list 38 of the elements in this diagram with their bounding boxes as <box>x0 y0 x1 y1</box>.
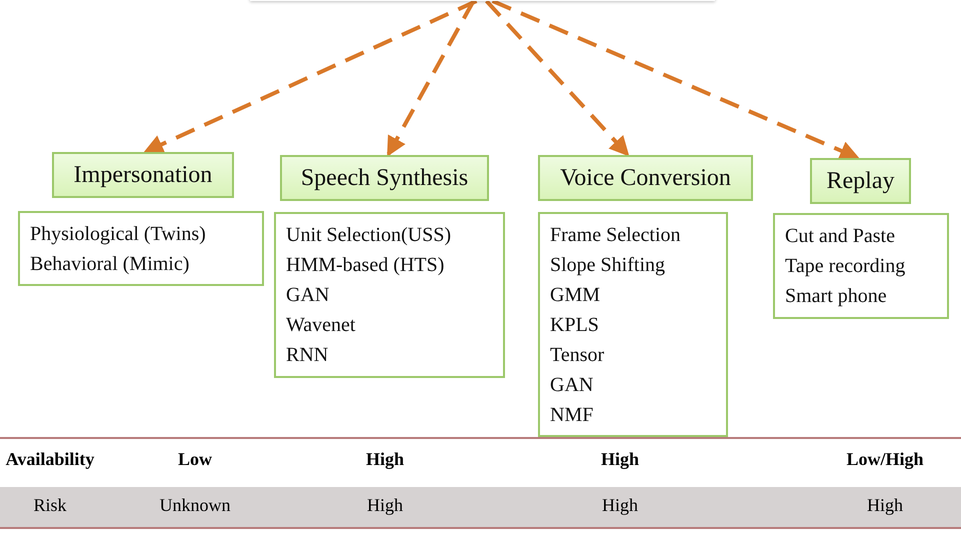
table-cell: Low/High <box>846 449 924 470</box>
dashed-arrow <box>143 0 478 154</box>
list-item: Tape recording <box>785 254 906 279</box>
category-box: Replay <box>810 158 911 204</box>
list-item: HMM-based (HTS) <box>286 253 446 278</box>
list-box <box>18 211 264 286</box>
category-box: Speech Synthesis <box>280 155 489 201</box>
list-box <box>538 212 728 437</box>
list-item: Behavioral (Mimic) <box>30 252 190 277</box>
list-item: Slope Shifting <box>550 253 666 278</box>
list-item: Smart phone <box>785 284 888 309</box>
list-item: Frame Selection <box>550 223 682 248</box>
list-item: GMM <box>550 283 602 308</box>
list-item: Unit Selection(USS) <box>286 223 452 248</box>
list-item: Physiological (Twins) <box>30 222 207 247</box>
table-cell: Low <box>178 449 212 470</box>
list-item: GAN <box>286 283 330 308</box>
category-box: Impersonation <box>52 152 234 198</box>
category-box: Voice Conversion <box>538 155 753 201</box>
list-box <box>773 213 949 319</box>
table-cell: High <box>601 449 639 470</box>
list-item: Cut and Paste <box>785 224 896 249</box>
list-item: NMF <box>550 403 594 428</box>
list-item: Tensor <box>550 343 606 368</box>
table-cell: High <box>867 495 903 516</box>
list-item: GAN <box>550 373 594 398</box>
table-cell: High <box>366 449 404 470</box>
table-cell: High <box>602 495 638 516</box>
list-item: Wavenet <box>286 313 356 338</box>
dashed-arrow <box>492 0 860 160</box>
list-item: RNN <box>286 343 330 368</box>
dashed-arrow <box>485 0 630 156</box>
table-cell: Unknown <box>160 495 230 516</box>
list-item: KPLS <box>550 313 600 338</box>
row-header: Availability <box>6 449 94 470</box>
list-box <box>274 212 505 378</box>
table-cell: High <box>367 495 403 516</box>
row-header: Risk <box>34 495 66 516</box>
